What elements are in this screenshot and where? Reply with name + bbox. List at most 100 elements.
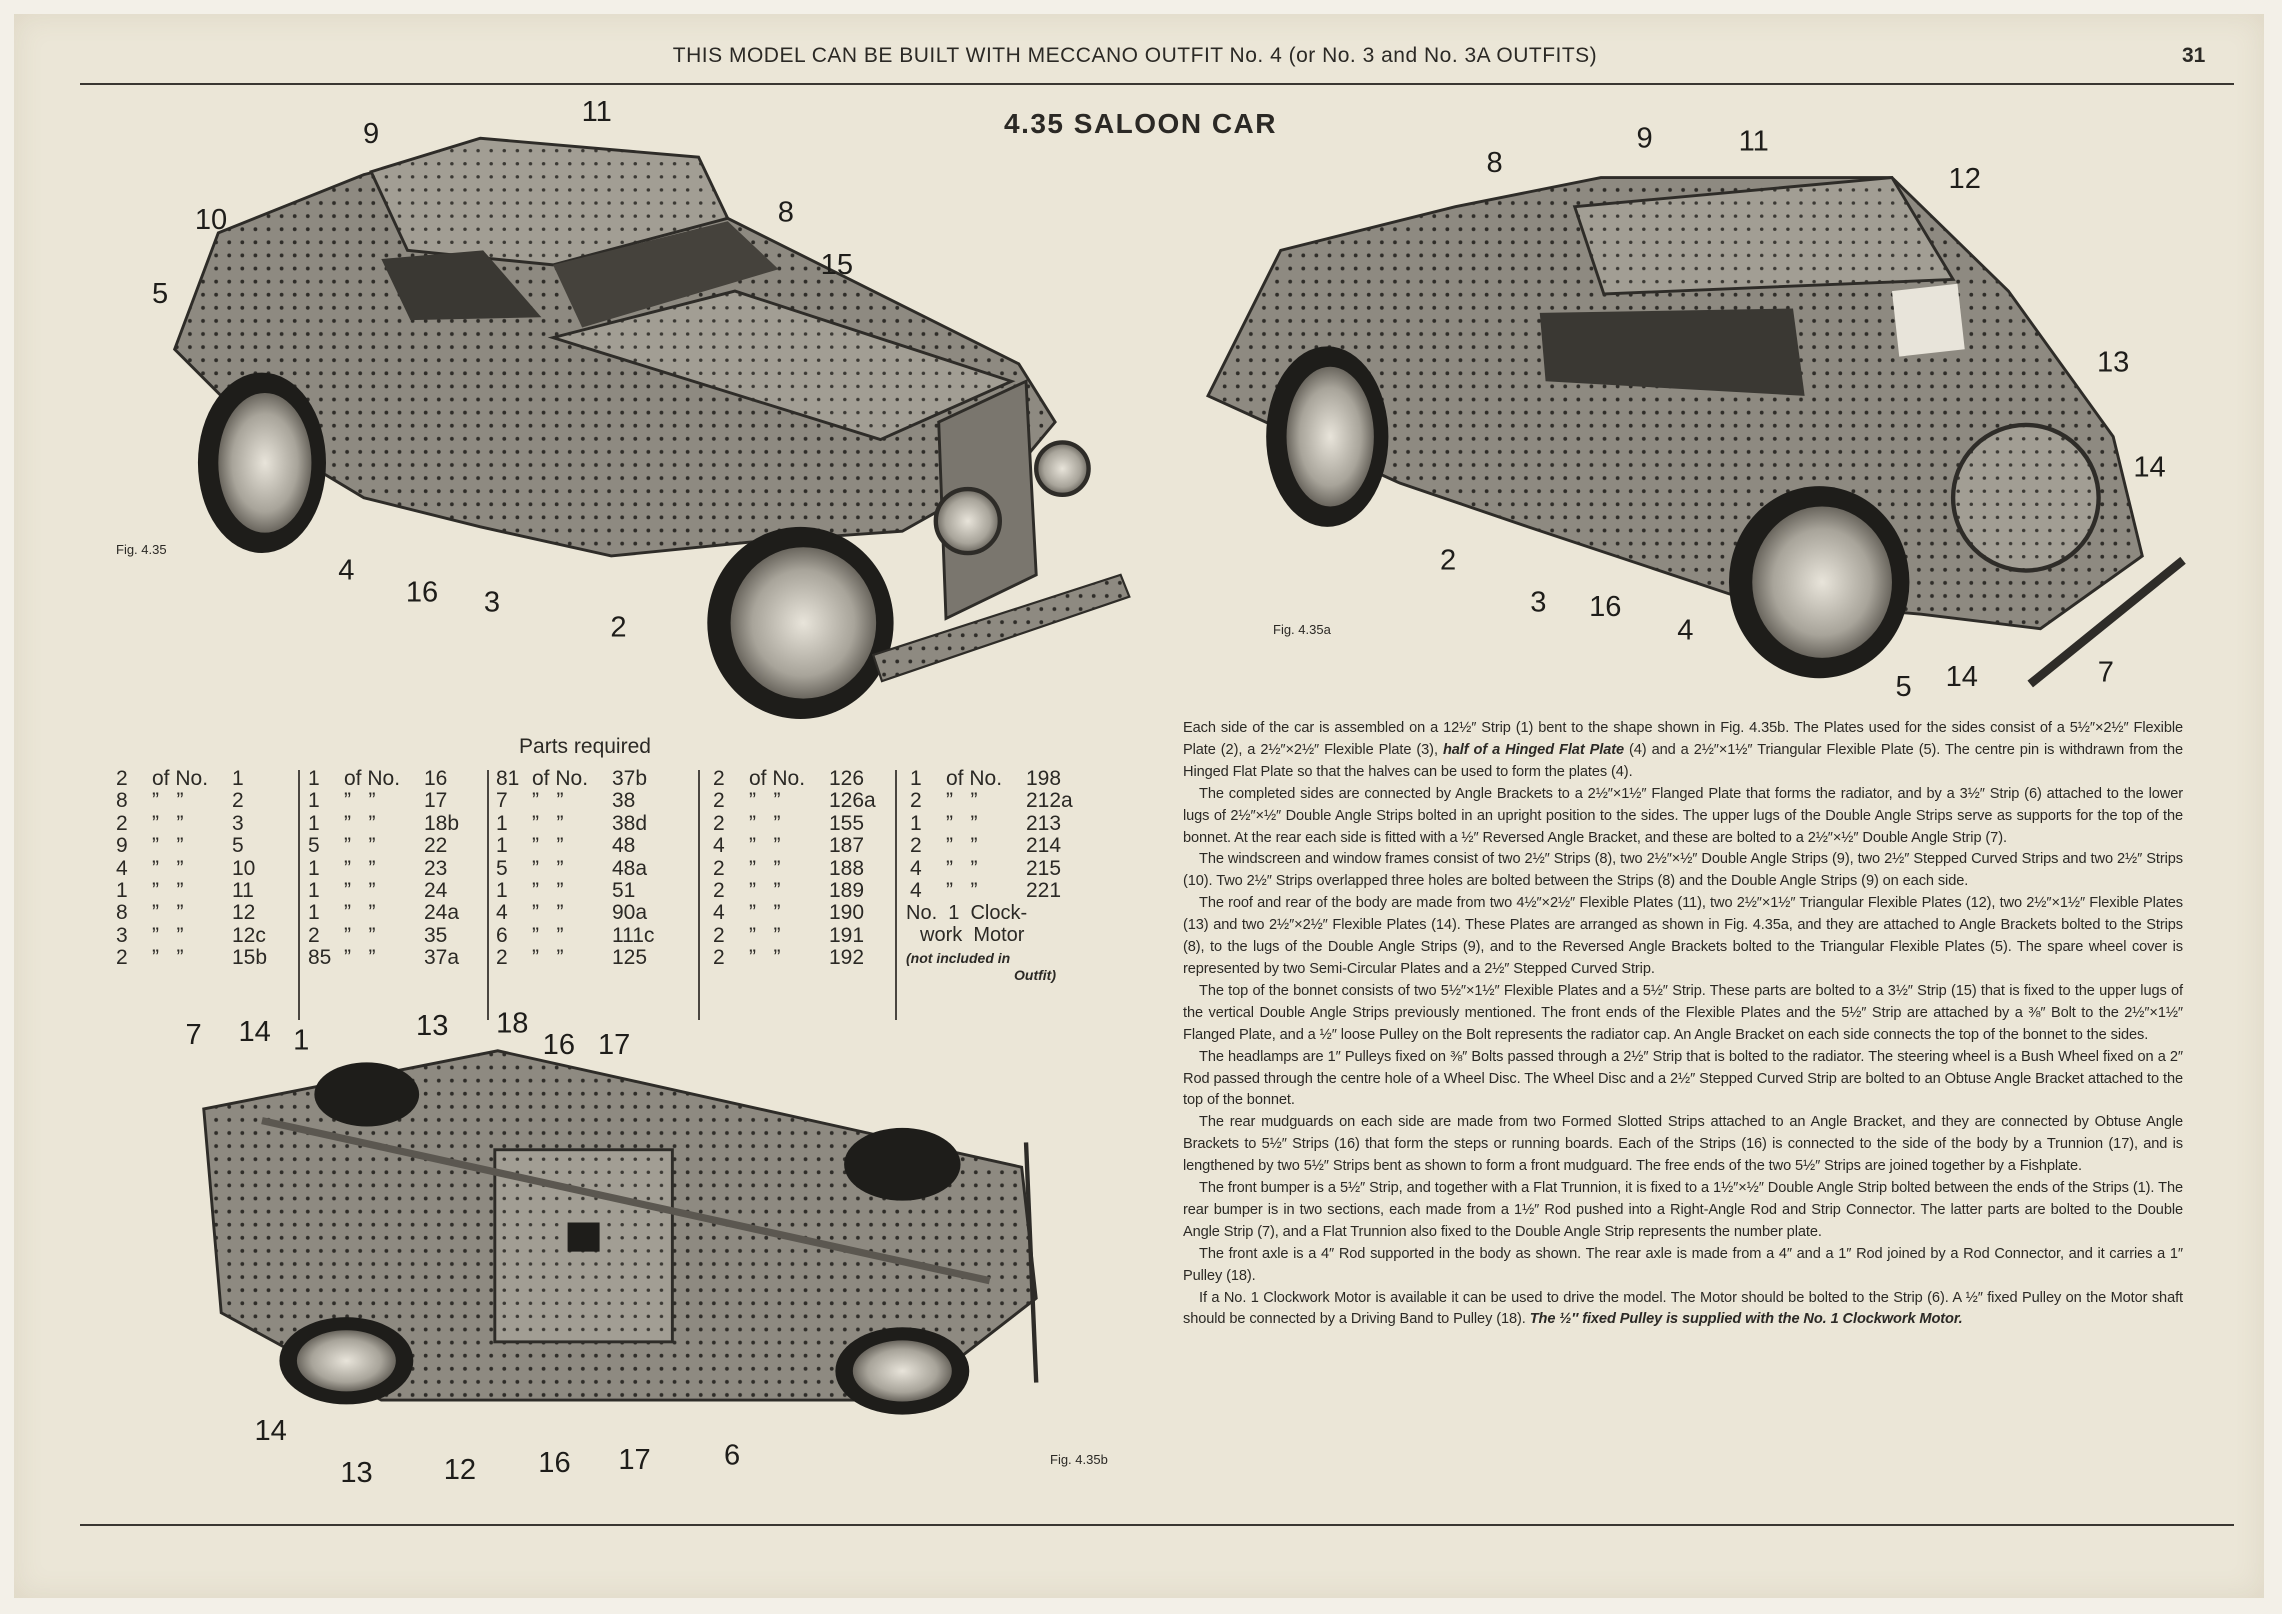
assembly-instructions: Each side of the car is assembled on a 1… <box>1183 718 2183 1331</box>
part-quantity: 1 <box>308 767 320 790</box>
ditto-marks: ” ” <box>749 901 781 925</box>
motor-note-line: (not included in <box>906 950 1011 966</box>
paragraph: The top of the bonnet consists of two 5½… <box>1183 982 2183 1043</box>
ditto-marks: ” ” <box>344 901 376 925</box>
part-quantity: 2 <box>713 856 725 880</box>
callout-3: 3 <box>1530 587 1546 619</box>
parts-row: 1” ”23 <box>308 856 484 880</box>
part-quantity: 1 <box>910 811 922 835</box>
part-quantity: 4 <box>116 856 128 880</box>
ditto-marks: ” ” <box>749 811 781 835</box>
parts-row: 8” ”12 <box>116 901 292 925</box>
parts-row: 2” ”189 <box>713 879 889 902</box>
figure-label: Fig. 4.35 <box>116 542 167 557</box>
of-no-label: of No. <box>532 767 589 790</box>
callout-5: 5 <box>1896 671 1912 703</box>
ditto-marks: ” ” <box>749 946 781 970</box>
ditto-marks: ” ” <box>152 811 184 835</box>
part-number: 51 <box>612 879 636 903</box>
part-number: 37a <box>424 946 460 970</box>
part-number: 2 <box>232 789 244 813</box>
ditto-marks: ” ” <box>946 789 978 813</box>
callout-5: 5 <box>152 278 168 310</box>
parts-row: 4” ”190 <box>713 901 889 925</box>
parts-row: 2” ”15b <box>116 946 292 970</box>
part-number: 38d <box>612 811 648 835</box>
ditto-marks: ” ” <box>152 901 184 925</box>
part-number: 192 <box>829 946 865 970</box>
parts-row: 2” ”3 <box>116 811 292 835</box>
ditto-marks: ” ” <box>532 923 564 947</box>
part-number: 16 <box>424 767 448 790</box>
figure-4-35b-chassis-underside <box>202 1049 1039 1415</box>
part-number: 126a <box>829 789 876 813</box>
part-quantity: 2 <box>713 789 725 813</box>
callout-3: 3 <box>484 587 500 619</box>
parts-row: 2” ”212a <box>910 789 1086 813</box>
page-number: 31 <box>2182 44 2206 67</box>
part-number: 24 <box>424 879 448 903</box>
callout-8: 8 <box>1487 147 1503 179</box>
parts-row: 1” ”11 <box>116 879 292 903</box>
parts-row: 1” ”17 <box>308 789 484 813</box>
part-number: 38 <box>612 789 636 813</box>
ditto-marks: ” ” <box>344 789 376 813</box>
parts-row: 7” ”38 <box>496 789 672 813</box>
part-quantity: 1 <box>308 879 320 903</box>
parts-row: 4” ”187 <box>713 834 889 858</box>
part-quantity: 1 <box>496 811 508 835</box>
callout-16: 16 <box>543 1029 575 1061</box>
part-quantity: 1 <box>496 834 508 858</box>
ditto-marks: ” ” <box>344 856 376 880</box>
callout-4: 4 <box>338 555 354 587</box>
callout-14: 14 <box>239 1016 271 1048</box>
parts-row: 1” ”24a <box>308 901 484 925</box>
part-number: 48a <box>612 856 648 880</box>
ditto-marks: ” ” <box>749 834 781 858</box>
running-title: THIS MODEL CAN BE BUILT WITH MECCANO OUT… <box>672 44 1598 67</box>
figure-label: Fig. 4.35a <box>1273 622 1331 637</box>
parts-row: 85” ”37a <box>308 946 484 970</box>
ditto-marks: ” ” <box>152 856 184 880</box>
parts-row: 2” ”214 <box>910 834 1086 857</box>
ditto-marks: ” ” <box>946 811 978 835</box>
part-number: 37b <box>612 767 648 790</box>
parts-row: 5” ”48a <box>496 856 672 880</box>
ditto-marks: ” ” <box>152 946 184 970</box>
part-number: 190 <box>829 901 865 925</box>
ditto-marks: ” ” <box>532 879 564 903</box>
parts-row: 1 ” ” 51 <box>496 879 672 903</box>
callout-16: 16 <box>1589 591 1621 623</box>
callout-16: 16 <box>538 1447 570 1479</box>
callout-6: 6 <box>724 1440 740 1472</box>
part-quantity: 2 <box>116 946 128 970</box>
part-number: 11 <box>232 879 254 903</box>
header-rule <box>80 83 2234 85</box>
ditto-marks: ” ” <box>532 901 564 925</box>
callout-14: 14 <box>255 1415 287 1447</box>
part-number: 215 <box>1026 856 1062 880</box>
part-quantity: 1 <box>496 879 508 903</box>
callout-10: 10 <box>195 204 227 236</box>
parts-row: 2” ”126a <box>713 789 889 813</box>
callout-13: 13 <box>340 1457 372 1489</box>
callout-9: 9 <box>363 118 379 150</box>
ditto-marks: ” ” <box>532 834 564 858</box>
callout-16: 16 <box>406 576 438 608</box>
callout-2: 2 <box>610 611 626 643</box>
emphasis: The ½″ fixed Pulley is supplied with the… <box>1529 1311 1963 1328</box>
part-quantity: 2 <box>496 946 508 970</box>
part-quantity: 2 <box>713 767 725 790</box>
ditto-marks: ” ” <box>532 789 564 813</box>
part-number: 90a <box>612 901 648 925</box>
of-no-label: of No. <box>152 767 209 790</box>
part-quantity: 9 <box>116 834 128 858</box>
text: (4) and a 2½″×1½″ Triangular Flexible Pl… <box>1183 741 2183 780</box>
parts-row: 1” ”24 <box>308 879 484 903</box>
part-number: 48 <box>612 834 636 858</box>
clockwork-motor-note: No. 1 Clock- work Motor (not included in… <box>906 902 1056 986</box>
